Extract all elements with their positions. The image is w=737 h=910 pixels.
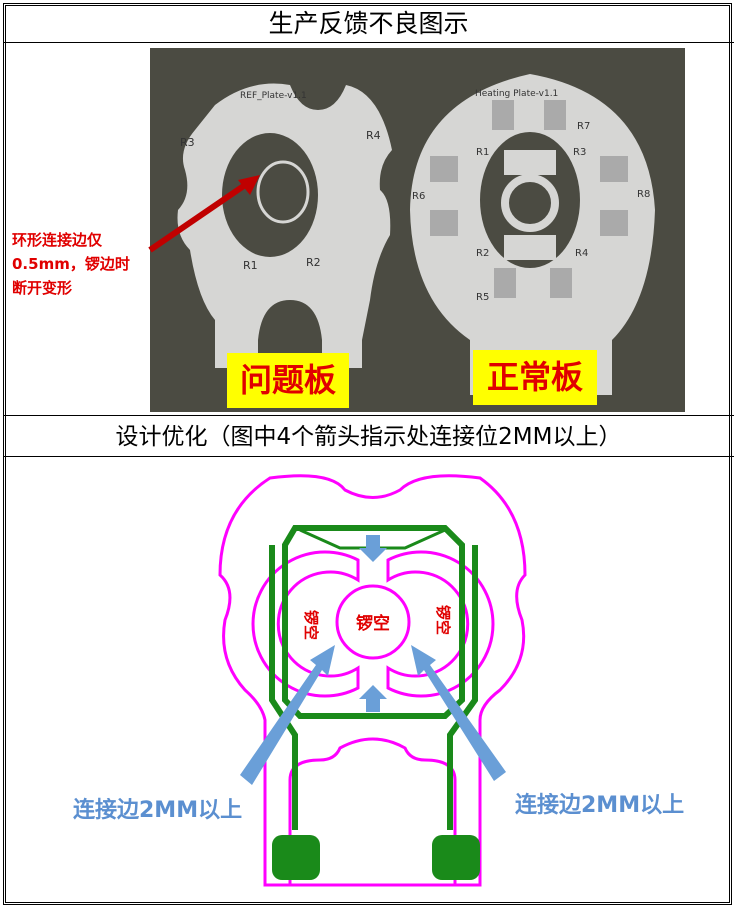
normal-board-label: 正常板 xyxy=(473,350,597,405)
green-traces xyxy=(269,525,478,830)
ref-label: R5 xyxy=(476,292,489,303)
ref-label: R3 xyxy=(180,136,195,149)
document-frame xyxy=(3,3,732,905)
callout-left: 连接边2MM以上 xyxy=(73,798,243,823)
ref-label: R4 xyxy=(575,248,588,259)
outline-cutout xyxy=(288,737,457,885)
ref-label: R3 xyxy=(573,147,586,158)
red-arrowhead xyxy=(238,175,260,195)
annotation-line: 断开变形 xyxy=(12,279,73,297)
blue-arrows xyxy=(240,535,506,785)
ref-label: R8 xyxy=(637,189,650,200)
right-slot-label: 锣空 xyxy=(434,605,452,635)
optimized-design-diagram: 锣空 锣空 锣空 xyxy=(218,474,527,887)
outline-shape xyxy=(218,474,527,887)
ref-label: R4 xyxy=(366,129,381,142)
ref-label: R7 xyxy=(577,121,590,132)
bad-board-ring xyxy=(256,160,310,224)
right-pad xyxy=(432,835,480,880)
divider xyxy=(3,456,734,457)
center-label: 锣空 xyxy=(356,613,390,634)
ref-label: R6 xyxy=(412,191,425,202)
red-arrow xyxy=(148,180,250,253)
divider xyxy=(3,415,734,416)
section-subtitle: 设计优化（图中4个箭头指示处连接位2MM以上） xyxy=(115,424,622,450)
left-slot-label: 锣空 xyxy=(302,610,320,640)
problem-board-label: 问题板 xyxy=(227,353,349,408)
solder-pads xyxy=(430,100,628,298)
divider xyxy=(3,42,734,43)
annotation-line: 环形连接边仅 xyxy=(12,231,103,249)
ref-label: R2 xyxy=(306,256,321,269)
annotation-line: 0.5mm，锣边时 xyxy=(12,255,130,273)
ref-label: R2 xyxy=(476,248,489,259)
defect-annotation: 环形连接边仅 0.5mm，锣边时 断开变形 xyxy=(12,228,152,300)
left-pad xyxy=(272,835,320,880)
ref-label: R1 xyxy=(476,147,489,158)
ref-label: R1 xyxy=(243,259,258,272)
good-board-name: Heating Plate-v1.1 xyxy=(475,89,558,99)
callout-right: 连接边2MM以上 xyxy=(515,793,685,818)
page-title: 生产反馈不良图示 xyxy=(268,9,469,38)
bad-board-hole xyxy=(222,133,318,257)
center-cutout xyxy=(335,584,411,660)
bad-board-name: REF_Plate-v1.1 xyxy=(240,91,307,101)
